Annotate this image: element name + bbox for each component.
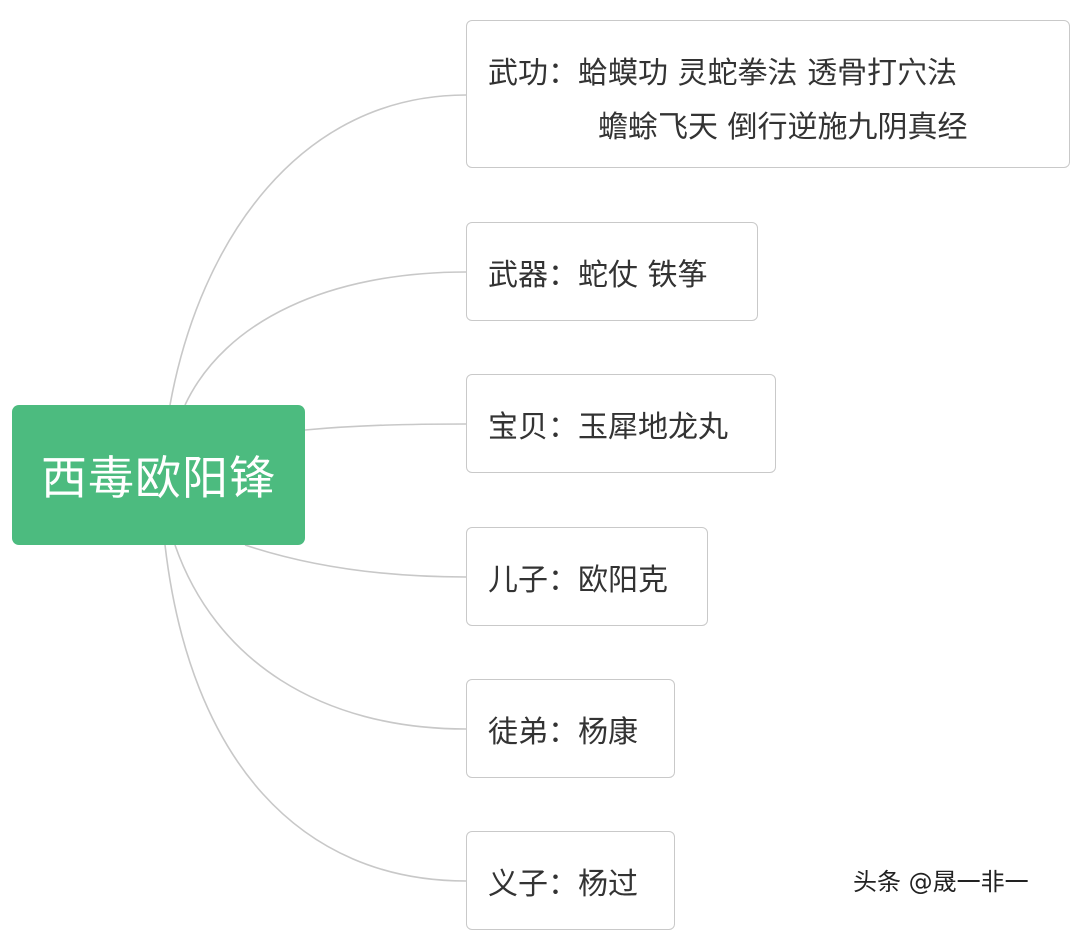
topic-value: 杨过: [578, 866, 638, 902]
topic-value: 蛇仗 铁筝: [578, 257, 708, 293]
topic-label: 武功：: [488, 56, 578, 91]
connector-yizi: [164, 544, 467, 882]
connector-erzi: [244, 544, 467, 578]
topic-label: 武器：: [488, 257, 578, 293]
topic-wugong-line1: 武功：蛤蟆功 灵蛇拳法 透骨打穴法: [488, 51, 1069, 97]
connector-wuqi: [184, 271, 467, 406]
topic-tudi[interactable]: 徒弟：杨康: [466, 679, 675, 778]
watermark: 头条 @晟一非一: [853, 868, 1029, 896]
connector-tudi: [174, 544, 467, 730]
connector-baobei: [304, 423, 467, 431]
topic-value: 蛤蟆功 灵蛇拳法 透骨打穴法: [578, 56, 958, 91]
topic-label: 义子：: [488, 866, 578, 902]
root-label: 西毒欧阳锋: [41, 451, 276, 505]
topic-baobei[interactable]: 宝贝：玉犀地龙丸: [466, 374, 776, 473]
root-node[interactable]: 西毒欧阳锋: [12, 405, 305, 545]
topic-label: 宝贝：: [488, 409, 578, 445]
topic-wugong[interactable]: 武功：蛤蟆功 灵蛇拳法 透骨打穴法 蟾蜍飞天 倒行逆施九阴真经: [466, 20, 1070, 168]
topic-value: 杨康: [578, 714, 638, 750]
topic-value: 玉犀地龙丸: [578, 409, 728, 445]
topic-value: 欧阳克: [578, 562, 668, 598]
topic-wugong-line2: 蟾蜍飞天 倒行逆施九阴真经: [598, 110, 968, 145]
topic-label: 儿子：: [488, 562, 578, 598]
connector-wugong: [169, 94, 467, 406]
topic-wuqi[interactable]: 武器：蛇仗 铁筝: [466, 222, 758, 321]
topic-yizi[interactable]: 义子：杨过: [466, 831, 675, 930]
topic-erzi[interactable]: 儿子：欧阳克: [466, 527, 708, 626]
topic-label: 徒弟：: [488, 714, 578, 750]
